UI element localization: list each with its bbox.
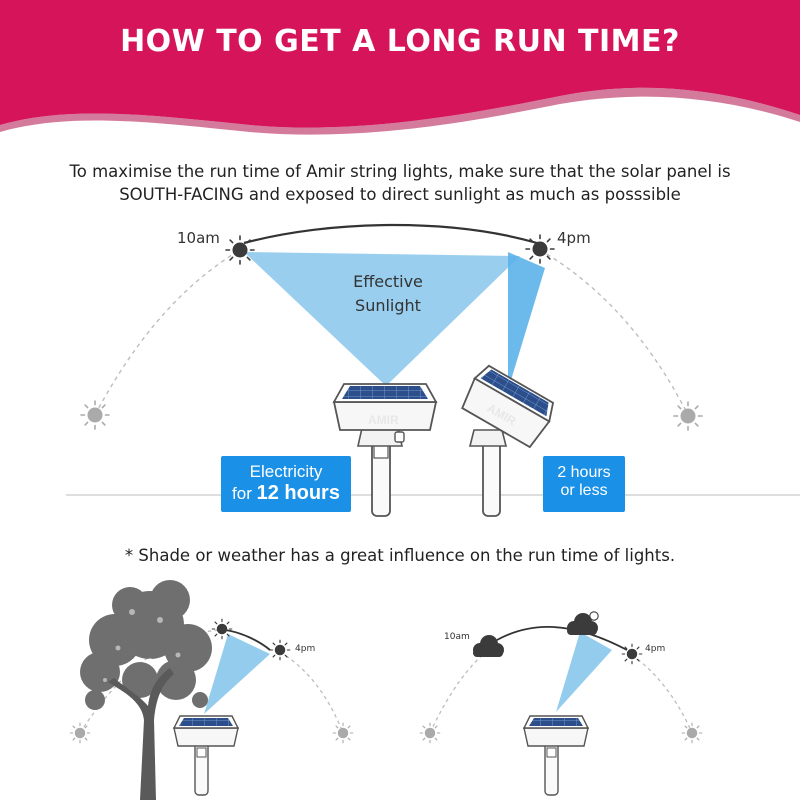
- weather-label-4pm: 4pm: [645, 644, 665, 654]
- intro-line-1: To maximise the run time of Amir string …: [69, 162, 731, 181]
- effective-arc: [243, 223, 538, 245]
- shade-beam: [204, 634, 270, 714]
- effective-line-1: Effective: [353, 272, 423, 291]
- sun-icon-evening: [673, 401, 703, 431]
- banner-wave-shadow: [0, 87, 800, 135]
- sun-icon-morning: [80, 400, 110, 430]
- callout-12-hours: Electricity for 12 hours: [221, 456, 351, 512]
- callout-right-line-1: 2 hours: [557, 464, 611, 481]
- shade-label-4pm: 4pm: [295, 644, 315, 654]
- callout-2-hours: 2 hours or less: [543, 456, 625, 512]
- cloud-icon-noon: [567, 613, 598, 635]
- callout-left-line-1: Electricity: [249, 462, 323, 481]
- weather-diagram: 10am 4pm: [419, 611, 703, 796]
- small-solar-panel-weather: [522, 715, 590, 796]
- intro-text: To maximise the run time of Amir string …: [30, 160, 770, 206]
- sun-icon-10am: [225, 235, 255, 265]
- shade-diagram: 4pm: [69, 580, 354, 800]
- time-label-10am: 10am: [177, 229, 220, 247]
- main-sun-path-diagram: AMIR AMIR: [66, 223, 800, 517]
- banner-background: [0, 0, 800, 128]
- solar-panel-flat: AMIR: [332, 383, 438, 517]
- intro-line-2: SOUTH-FACING and exposed to direct sunli…: [119, 185, 681, 204]
- weather-beam: [556, 632, 612, 712]
- page-title: HOW TO GET A LONG RUN TIME?: [120, 24, 680, 59]
- effective-line-2: Sunlight: [355, 296, 421, 315]
- small-solar-panel-shade: [172, 715, 240, 796]
- callout-right-line-2: or less: [560, 482, 608, 499]
- shade-weather-note: * Shade or weather has a great influence…: [124, 546, 676, 565]
- partly-sunny-icon: [589, 611, 599, 621]
- sun-icon-4pm: [525, 234, 555, 264]
- tree-icon: [80, 580, 212, 800]
- effective-sunlight-beam: [244, 252, 520, 386]
- weather-label-10am: 10am: [444, 632, 470, 642]
- effective-sunlight-label: Effective Sunlight: [318, 270, 458, 318]
- brand-mark: AMIR: [368, 413, 399, 427]
- solar-panel-tilted: AMIR: [461, 364, 555, 517]
- sun-path-dashed: [94, 249, 689, 416]
- callout-left-line-2: for 12 hours: [232, 482, 340, 504]
- tilted-panel-beam: [508, 252, 545, 390]
- time-label-4pm: 4pm: [557, 229, 591, 247]
